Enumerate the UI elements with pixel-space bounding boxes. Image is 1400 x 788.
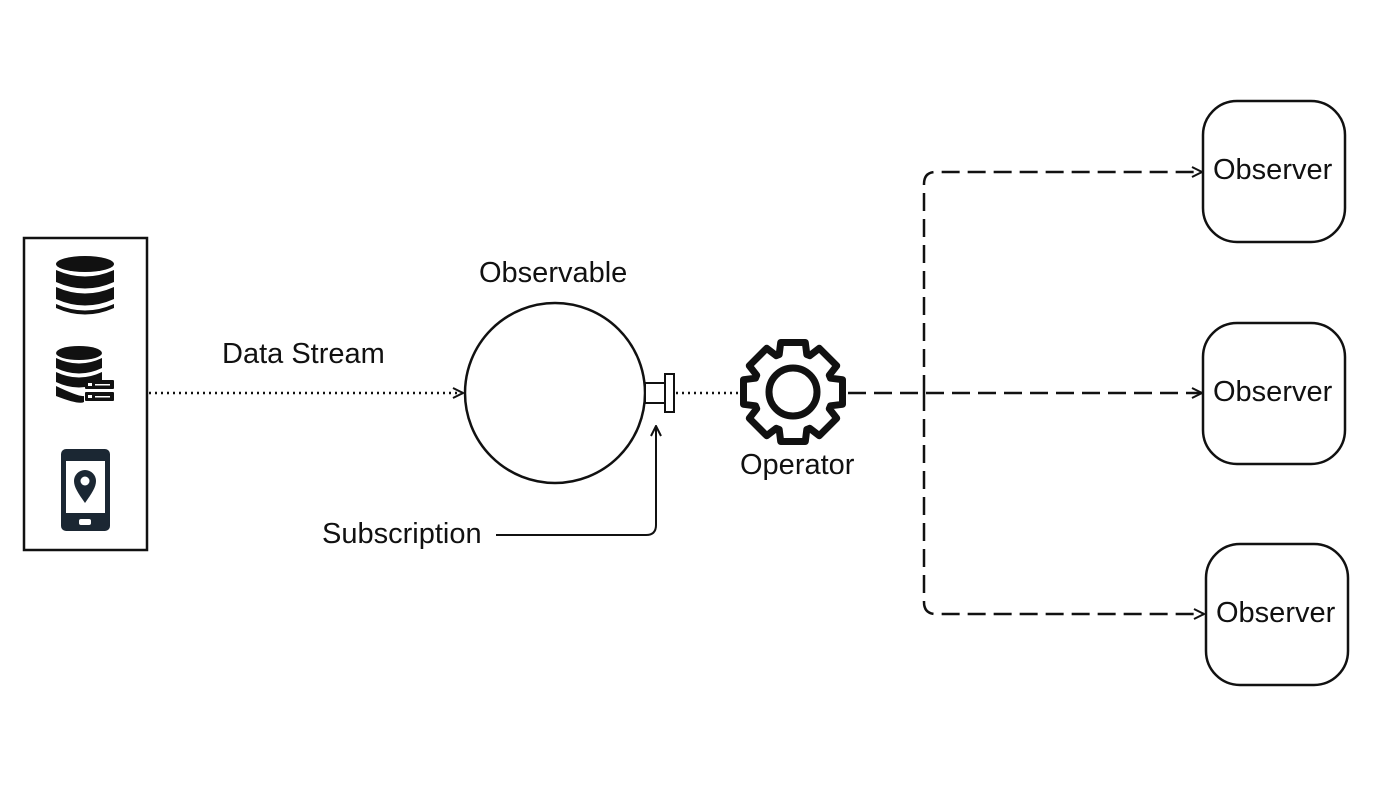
observable-circle bbox=[463, 301, 647, 485]
gear-hole bbox=[765, 364, 821, 420]
operator-to-observer-3-line bbox=[922, 393, 1204, 614]
data-stream-label: Data Stream bbox=[222, 338, 385, 370]
observer-label-3: Observer bbox=[1216, 597, 1336, 629]
database-icon bbox=[56, 256, 114, 315]
gear-icon bbox=[740, 339, 846, 445]
mobile-location-icon bbox=[61, 449, 110, 531]
subscription-label: Subscription bbox=[322, 518, 482, 550]
operator-label: Operator bbox=[740, 449, 855, 481]
observable-label: Observable bbox=[479, 257, 628, 289]
observer-box-1 bbox=[1201, 99, 1347, 244]
source-box bbox=[22, 236, 149, 552]
observer-box-3 bbox=[1204, 542, 1350, 687]
subscription-plug bbox=[644, 373, 675, 413]
observer-label-1: Observer bbox=[1213, 154, 1333, 186]
subscription-connector bbox=[496, 426, 656, 536]
operator-to-observer-1-line bbox=[922, 172, 1202, 393]
gear-outline bbox=[740, 339, 846, 445]
observer-box-2 bbox=[1201, 321, 1347, 466]
observer-label-2: Observer bbox=[1213, 376, 1333, 408]
database-server-icon bbox=[56, 346, 114, 403]
